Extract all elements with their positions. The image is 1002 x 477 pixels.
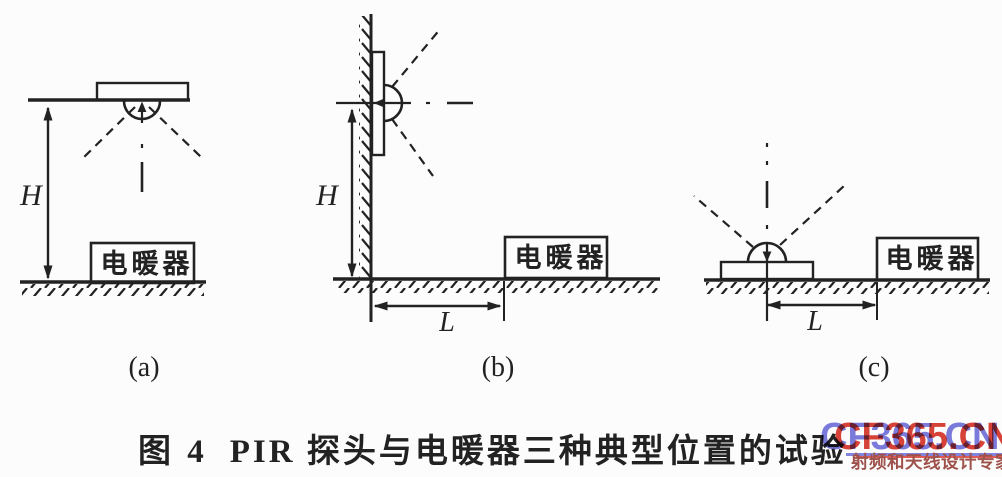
dimension-h-label: H	[315, 179, 340, 212]
pir-housing	[95, 81, 190, 102]
beam-up-dashed	[391, 27, 442, 88]
panel-b-label: (b)	[482, 352, 515, 383]
figure-number: 图 4	[138, 434, 208, 470]
sensor-axis-arrow	[373, 98, 384, 108]
sensor-axis-arrow	[762, 251, 772, 262]
watermark-underline-red	[856, 456, 1002, 458]
figure-caption-text: PIR 探头与电暖器三种典型位置的试验	[229, 434, 847, 470]
heater-label: 电暖器	[886, 244, 979, 274]
beam-left-dashed	[693, 195, 754, 248]
pir-heater-diagram: H 电暖器 (a) H 电暖器 L	[19, 14, 990, 383]
heater-box	[875, 236, 980, 282]
watermark-logo-shadow: CF365.CN	[820, 416, 1000, 458]
panel-b: H 电暖器 L (b)	[315, 14, 660, 383]
sensor-axis-arrow	[137, 101, 147, 112]
panel-c-label: (c)	[858, 352, 889, 383]
figure-caption: 图 4 PIR 探头与电暖器三种典型位置的试验	[138, 424, 847, 472]
watermark-underline-blue	[846, 453, 1002, 456]
watermark-logo: CF365.CN	[834, 416, 1002, 458]
panel-a: H 电暖器 (a)	[19, 81, 206, 383]
heater-label: 电暖器	[515, 243, 608, 273]
beam-left-dashed	[79, 106, 136, 162]
pir-dome	[746, 241, 788, 263]
beam-down-dashed	[391, 118, 434, 177]
floor-hatching	[22, 284, 204, 296]
beam-right-dashed	[779, 185, 845, 246]
dimension-h-label: H	[19, 179, 44, 212]
dimension-l-label: L	[438, 307, 455, 338]
panel-a-label: (a)	[128, 352, 159, 383]
heater-label: 电暖器	[101, 249, 194, 279]
dimension-l-label: L	[806, 306, 823, 337]
watermark-tagline: 射频和天线设计专家	[851, 452, 1002, 472]
wall-hatching	[359, 16, 371, 278]
floor-hatching	[706, 282, 989, 294]
beam-right-dashed	[148, 106, 202, 158]
panel-c: 电暖器 L (c)	[693, 143, 990, 383]
floor-hatching	[336, 281, 658, 293]
